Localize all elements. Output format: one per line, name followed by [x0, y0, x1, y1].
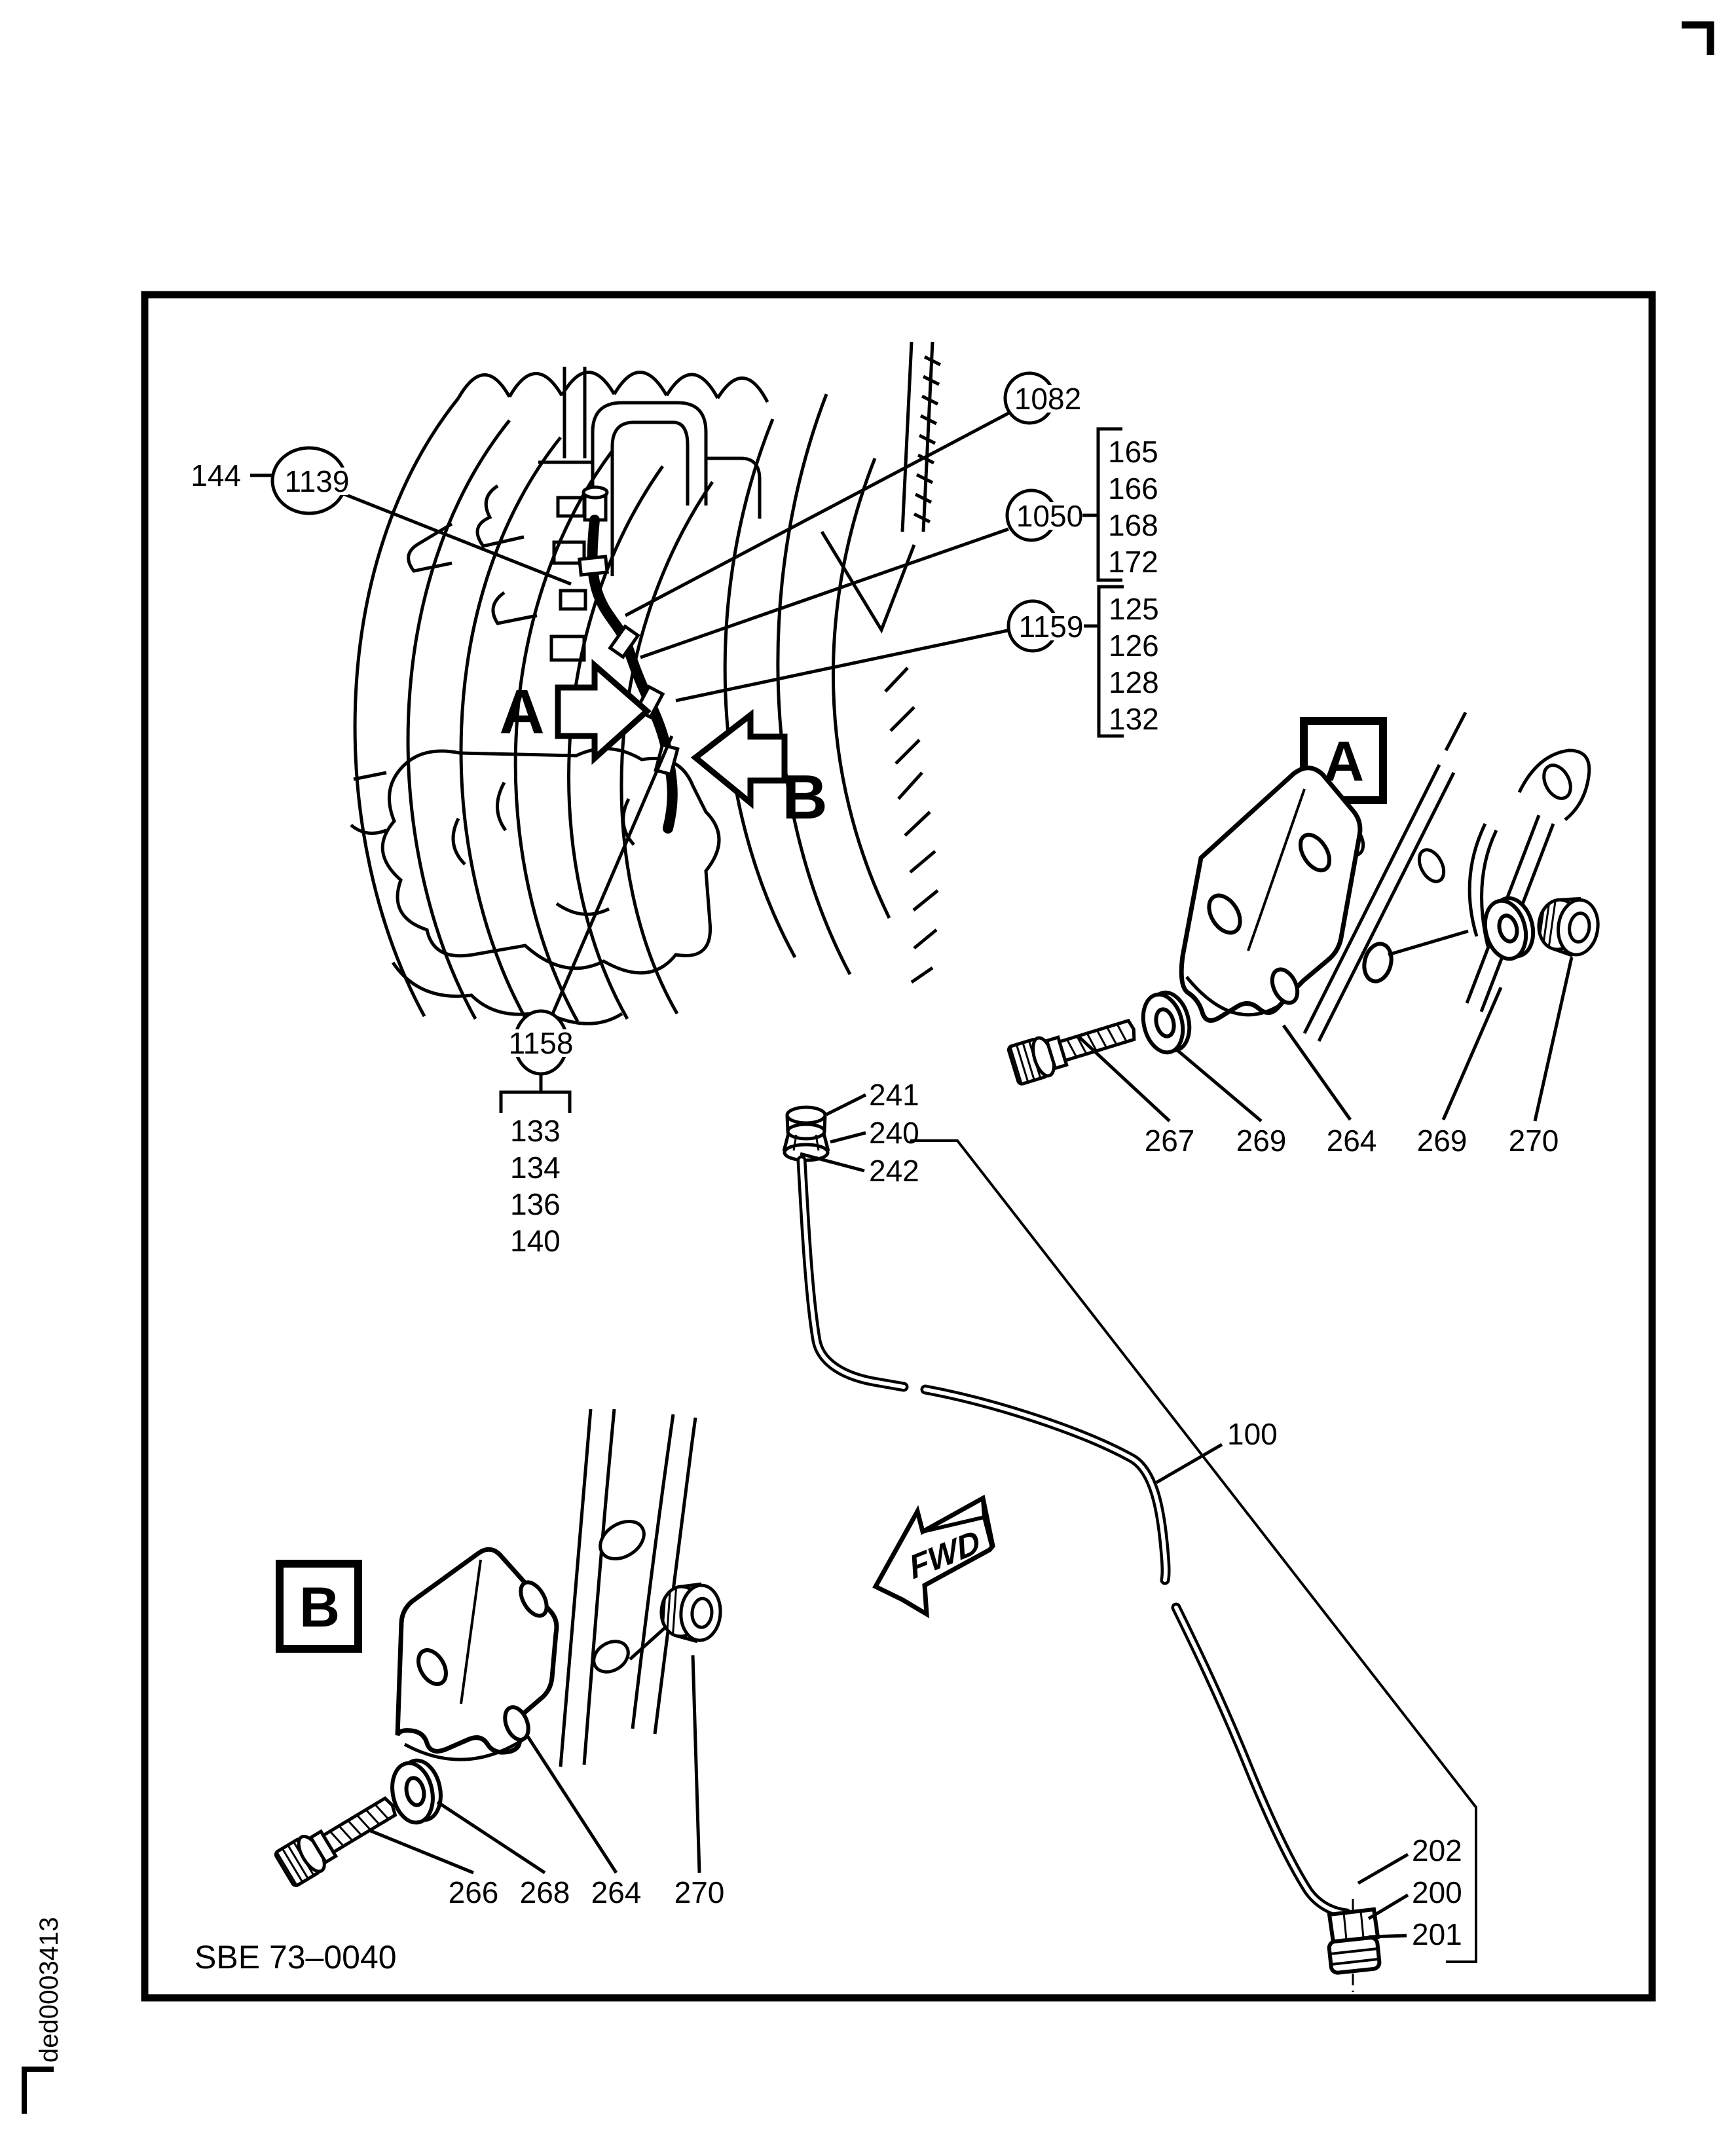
view-arrow-a-icon [555, 659, 652, 765]
list-1158-item: 133 [510, 1114, 561, 1148]
detail-b-bracket-264 [395, 1547, 559, 1761]
leader-1139 [342, 492, 572, 586]
view-arrows: A B [499, 659, 828, 832]
detail-b-callouts: 266 268 264 270 [449, 1875, 725, 1909]
list-1050-item: 165 [1108, 435, 1158, 469]
leader-1082 [624, 411, 1011, 617]
callout-1050: 1050 [1016, 499, 1083, 533]
detail-a-bolt-267 [1007, 1018, 1136, 1086]
list-1158-item: 136 [510, 1187, 561, 1221]
callout-264b: 264 [591, 1875, 642, 1909]
list-1050-item: 166 [1108, 471, 1158, 506]
engine-leader-lines [250, 411, 1098, 1091]
detail-b-bolt-266 [274, 1796, 397, 1887]
hose-clamp [654, 743, 680, 777]
callout-269b: 269 [1417, 1124, 1468, 1158]
drawing-border [141, 291, 1656, 2002]
leader-1158 [551, 735, 674, 1014]
list-1159-bracket [1097, 585, 1124, 738]
leader-1050 [640, 527, 1009, 659]
view-arrow-a-letter: A [499, 677, 544, 747]
callout-241: 241 [869, 1078, 919, 1112]
view-arrow-b-letter: B [782, 762, 827, 832]
list-1158-item: 134 [510, 1150, 561, 1185]
callout-1139: 1139 [285, 464, 350, 498]
list-1159-item: 125 [1109, 592, 1159, 626]
callout-1159: 1159 [1019, 610, 1084, 644]
detail-a-leaders [1077, 957, 1574, 1122]
detail-b-leaders [370, 1655, 701, 1875]
balloon-1159-mask [1018, 613, 1084, 640]
hose-clamp [608, 624, 640, 659]
callout-242: 242 [869, 1154, 919, 1188]
fwd-arrow: FWD [872, 1494, 995, 1619]
top-right-corner-mark [1682, 21, 1714, 55]
list-1050-bracket [1096, 427, 1122, 582]
detail-a-callouts: 267 269 264 269 270 [1145, 1124, 1559, 1158]
detail-b-letter: B [299, 1576, 340, 1639]
detail-a-washer-269-left [1141, 990, 1192, 1055]
list-1159-item: 128 [1109, 665, 1159, 699]
callout-267: 267 [1145, 1124, 1195, 1158]
list-1158-bracket [499, 1090, 572, 1113]
list-1159-item: 132 [1109, 702, 1159, 736]
detail-a-bracket-264 [1179, 765, 1363, 1023]
tube-runs [796, 1155, 1352, 1919]
balloon-1158-mask [509, 1029, 574, 1057]
side-code-corner-mark [22, 2067, 54, 2114]
list-1050-item: 168 [1108, 508, 1158, 542]
detail-a: A [1007, 711, 1600, 1158]
callout-268: 268 [520, 1875, 570, 1909]
hose-clamp [578, 555, 609, 577]
callout-1082: 1082 [1014, 382, 1081, 416]
detail-a-washer-269-right [1483, 896, 1536, 961]
engine-fuel-hose [578, 485, 680, 834]
side-code-text: ded0003413 [35, 1917, 64, 2063]
callout-270: 270 [1509, 1124, 1559, 1158]
tube-group-bracket [910, 1139, 1477, 1963]
detail-b: B [274, 1408, 725, 1909]
callout-202: 202 [1412, 1833, 1462, 1867]
detail-a-nut-270 [1537, 896, 1600, 957]
callout-200: 200 [1412, 1875, 1462, 1909]
callout-100: 100 [1227, 1417, 1278, 1451]
callout-269: 269 [1236, 1124, 1287, 1158]
callout-264: 264 [1327, 1124, 1377, 1158]
callout-266: 266 [449, 1875, 499, 1909]
fwd-arrow-icon [872, 1494, 995, 1619]
detail-b-washer-268 [390, 1758, 443, 1825]
side-code-block: ded0003413 [22, 1917, 64, 2114]
detail-b-rails [559, 1408, 697, 1767]
leader-1159 [675, 628, 1011, 703]
detail-b-box [276, 1560, 362, 1653]
figure-code: SBE 73–0040 [194, 1939, 397, 1976]
tube-assembly-100: 241 240 242 100 202 200 201 [782, 1078, 1477, 1992]
callout-270b: 270 [674, 1875, 725, 1909]
callout-1158: 1158 [509, 1026, 574, 1060]
callout-lists: 165 166 168 172 125 126 128 132 133 134 … [499, 427, 1159, 1258]
engine-balloons: 144 1139 1082 1050 1159 1158 [191, 371, 1084, 1076]
list-1159-item: 126 [1109, 629, 1159, 663]
callout-144: 144 [191, 458, 241, 492]
callout-240: 240 [869, 1116, 919, 1150]
detail-b-nut-270 [659, 1582, 722, 1644]
balloon-1139-mask [280, 468, 348, 495]
tube-leaders [800, 1093, 1409, 1939]
balloon-1082-mask [1015, 385, 1080, 413]
detail-a-stud-pin [1362, 929, 1469, 984]
tube-top-fitting [782, 1105, 830, 1162]
callout-201: 201 [1412, 1917, 1462, 1951]
view-arrow-b-icon [690, 708, 788, 809]
balloon-1050-mask [1017, 502, 1082, 530]
tube-bottom-fitting [1327, 1899, 1382, 1992]
list-1158-item: 140 [510, 1224, 561, 1258]
list-1050-item: 172 [1108, 545, 1158, 579]
